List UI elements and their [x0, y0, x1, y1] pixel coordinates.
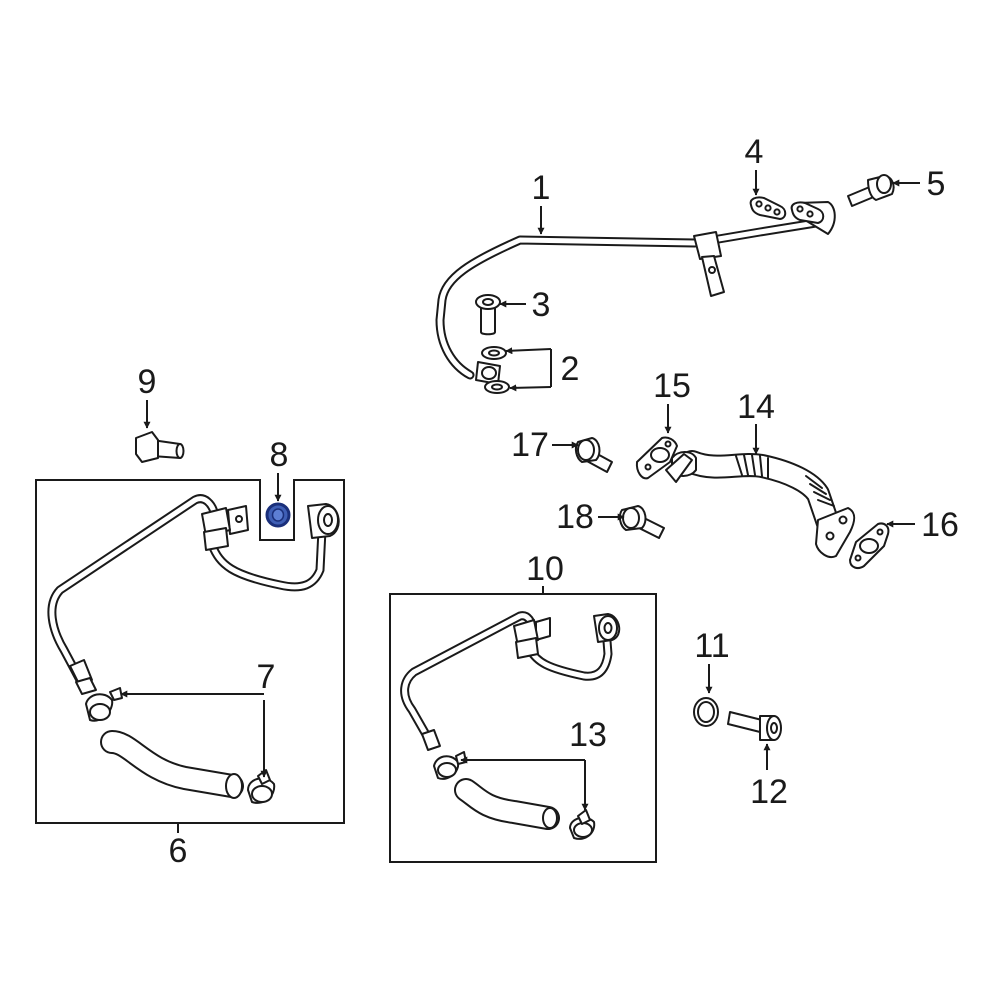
- bolt-part-17: [574, 437, 613, 473]
- callout-1: 1: [532, 169, 551, 207]
- bolt-part-3: [475, 294, 501, 336]
- callout-8: 8: [270, 436, 289, 474]
- oil-return-pipe-part-14: [665, 450, 856, 558]
- oil-feed-line-part-1: [435, 201, 836, 385]
- bolt-part-12: [727, 711, 782, 741]
- callout-9: 9: [138, 363, 157, 401]
- callout-labels: 1 2 3 4 5 6 7 8 9 10 11 12 13 14 15 16 1…: [138, 133, 959, 870]
- washer-part-11: [693, 697, 719, 727]
- callout-6: 6: [169, 832, 188, 870]
- callout-10: 10: [526, 550, 564, 588]
- oil-line-kit-contents-part-6: [47, 494, 340, 799]
- callout-3: 3: [532, 286, 551, 324]
- callout-4: 4: [745, 133, 764, 171]
- callout-7: 7: [257, 658, 276, 696]
- callout-15: 15: [653, 367, 691, 405]
- leader-2b: [509, 384, 552, 392]
- bolt-part-9: [135, 431, 185, 463]
- leader-2a: [505, 347, 552, 355]
- callout-2: 2: [561, 350, 580, 388]
- callout-14: 14: [737, 388, 775, 426]
- callout-11: 11: [694, 627, 729, 665]
- callout-16: 16: [921, 506, 959, 544]
- callout-12: 12: [750, 773, 788, 811]
- callout-5: 5: [927, 165, 946, 203]
- gasket-part-16: [849, 522, 890, 569]
- bolt-part-18: [618, 505, 665, 539]
- callout-13: 13: [569, 716, 607, 754]
- bolt-part-5: [847, 174, 895, 207]
- gasket-part-4: [749, 196, 825, 224]
- seal-part-8: [265, 502, 291, 528]
- callout-17: 17: [511, 426, 549, 464]
- callout-18: 18: [556, 498, 594, 536]
- oil-line-kit-contents-part-10: [400, 611, 621, 830]
- callout-leaders: [120, 170, 920, 833]
- gasket-part-15: [635, 436, 678, 480]
- hose-clamp-part-7: [85, 687, 276, 804]
